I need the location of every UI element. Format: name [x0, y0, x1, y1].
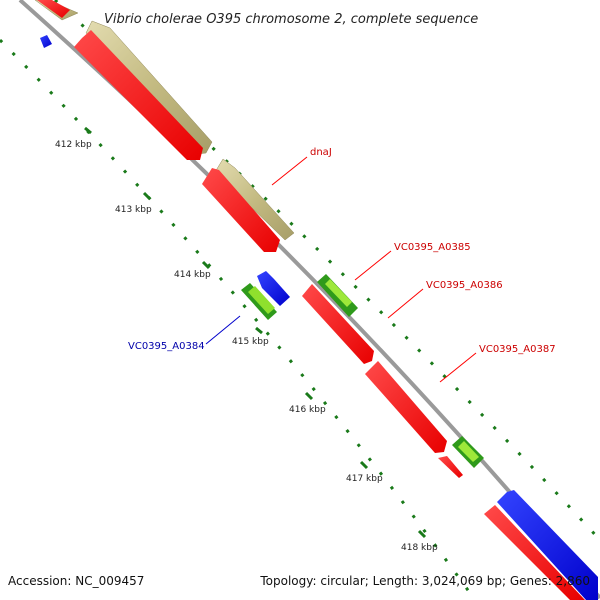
blue-feature — [40, 35, 52, 48]
label-dnaJ[interactable]: dnaJ — [310, 147, 332, 158]
gene-feature-tan — [85, 20, 213, 155]
a0384-connector — [205, 315, 241, 345]
tick-label-418: 418 kbp — [401, 543, 438, 553]
tick-label-412: 412 kbp — [55, 140, 92, 150]
rna-feature-green — [317, 274, 358, 317]
tick-label-413: 413 kbp — [115, 205, 152, 215]
tick-mark — [255, 326, 263, 335]
cds-feature-red — [302, 284, 374, 364]
cds-feature-red — [438, 456, 463, 478]
a0387-connector — [439, 352, 477, 383]
tick-label-417: 417 kbp — [346, 474, 383, 484]
tick-label-416: 416 kbp — [289, 405, 326, 415]
label-VC0395-A0385[interactable]: VC0395_A0385 — [394, 242, 471, 253]
tick-mark — [417, 529, 427, 539]
blue-feature — [257, 271, 290, 306]
tick-marks — [84, 126, 427, 539]
cds-feature-red — [365, 361, 447, 453]
label-VC0395-A0384[interactable]: VC0395_A0384 — [128, 341, 205, 352]
a0385-connector — [354, 250, 392, 281]
cds-feature-red — [37, 0, 70, 18]
tick-mark — [84, 126, 92, 135]
a0386-connector — [387, 288, 424, 319]
tick-label-414: 414 kbp — [174, 270, 211, 280]
dnaJ-connector — [271, 156, 308, 186]
tick-mark — [201, 260, 211, 270]
rna-feature-green — [452, 436, 484, 468]
label-VC0395-A0387[interactable]: VC0395_A0387 — [479, 344, 556, 355]
blue-feature — [497, 490, 598, 600]
rna-feature-green — [241, 283, 277, 320]
inner-dotted-ring — [0, 38, 477, 600]
tick-label-415: 415 kbp — [232, 337, 269, 347]
tick-mark — [359, 460, 369, 470]
tick-mark — [142, 191, 152, 201]
cds-feature-red — [484, 505, 585, 600]
label-VC0395-A0386[interactable]: VC0395_A0386 — [426, 280, 503, 291]
map-title: Vibrio cholerae O395 chromosome 2, compl… — [104, 12, 478, 27]
genome-summary: Topology: circular; Length: 3,024,069 bp… — [259, 574, 590, 588]
cds-feature-red — [74, 30, 203, 160]
accession-label: Accession: NC_009457 — [8, 574, 144, 588]
tick-mark — [304, 391, 314, 401]
cds-feature-red — [202, 168, 280, 252]
